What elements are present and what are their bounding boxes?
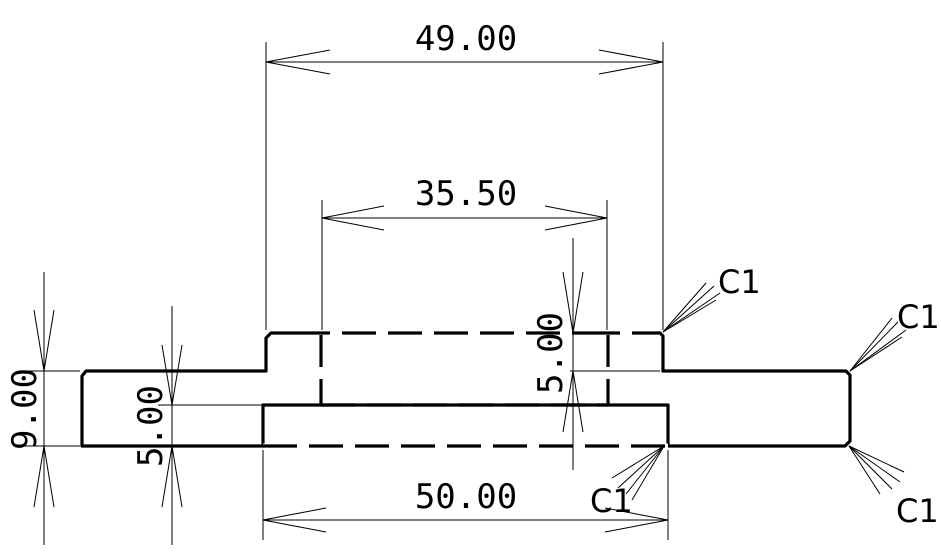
extension-lines — [22, 42, 669, 540]
hidden-lines — [263, 331, 668, 448]
dimension-left-inner-height: 5.00 — [131, 306, 183, 545]
dimension-bottom-width: 50.00 — [262, 477, 669, 533]
chamfer-label-bottom-step: C1 — [590, 482, 633, 520]
part-outline — [80, 331, 852, 448]
dimension-right-inner-height: 5.00 — [531, 238, 584, 470]
chamfer-callout-top-step: C1 — [662, 263, 761, 333]
top-edge-dashed — [263, 330, 668, 449]
dim-label-top-width: 49.00 — [415, 19, 517, 59]
chamfer-label-right-top: C1 — [897, 298, 940, 336]
dim-label-bottom-width: 50.00 — [415, 477, 517, 517]
dim-label-left-inner-height: 5.00 — [131, 385, 171, 467]
chamfer-callout-right-bottom: C1 — [848, 445, 939, 530]
chamfer-label-right-bottom: C1 — [896, 492, 939, 530]
dimension-left-height: 9.00 — [5, 272, 55, 545]
chamfer-label-top-step: C1 — [718, 263, 761, 301]
dim-label-right-inner-height: 5.00 — [531, 312, 571, 394]
dimension-top-width: 49.00 — [265, 19, 664, 75]
dim-label-left-height: 9.00 — [5, 368, 45, 450]
outline-top-profile — [80, 331, 852, 448]
chamfer-callout-right-top: C1 — [849, 298, 940, 372]
dim-label-inner-width: 35.50 — [415, 174, 517, 214]
chamfer-callout-bottom-step: C1 — [590, 445, 665, 520]
dimension-inner-width: 35.50 — [321, 174, 608, 231]
